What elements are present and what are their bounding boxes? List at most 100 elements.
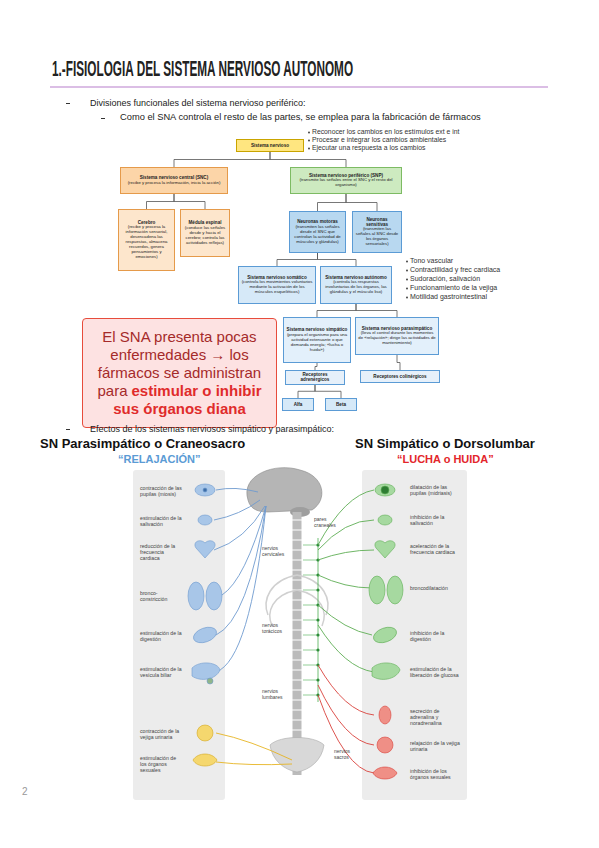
bullet-text: Divisiones funcionales del sistema nervi…: [90, 98, 550, 109]
receptor-box: Receptores adrenérgicos: [285, 370, 345, 385]
sexual-organs: [373, 767, 397, 779]
node-heading: Beta: [336, 402, 346, 407]
effect-label: estimulación de los órganos sexuales: [140, 755, 182, 774]
component-box: Cerebro(recibe y procesa la información …: [118, 209, 175, 271]
bullet-dot: [406, 270, 408, 272]
lung: [188, 582, 204, 610]
nerve: [216, 506, 266, 672]
list-item: Funcionamiento de la vejiga: [410, 284, 560, 292]
node-body: (recibe y procesa la información, inicia…: [128, 181, 221, 186]
tree-connector: [174, 194, 205, 209]
bullet-dot: [406, 261, 408, 263]
nerve-label: pares craneales: [314, 516, 344, 528]
node-heading: Receptores colinérgicos: [373, 374, 426, 379]
node-heading: Receptores adrenérgicos: [288, 372, 342, 383]
tree-connector: [318, 253, 357, 266]
kidney-adrenal: [379, 706, 391, 724]
bullet-dash: [101, 118, 105, 119]
sympathetic-pelvic-organs: [373, 706, 397, 779]
effect-label: contracción de las pupilas (miosis): [140, 485, 182, 497]
node-body: (controla las respuestas involuntarias d…: [323, 280, 389, 295]
sexual-organs: [193, 754, 217, 766]
sympathetic-organs: [369, 484, 403, 679]
nerve: [318, 625, 374, 672]
tree-connector: [315, 385, 341, 398]
node-body: (recibe y procesa la información sensori…: [121, 225, 172, 260]
parasympathetic-pelvic-organs: [193, 725, 217, 766]
node-heading: Neuronas sensitivas: [355, 217, 399, 228]
system-box: Sistema nervioso autónomo(controla las r…: [320, 266, 392, 304]
page-title: 1.-FISIOLOGIA DEL SISTEMA NERVIOSO AUTON…: [52, 56, 353, 81]
brain: [247, 468, 322, 512]
nerve-label: nervios sacros: [334, 748, 364, 760]
bullet-dash: [66, 103, 70, 104]
ganglion: [316, 648, 319, 651]
bullet-dot: [406, 288, 408, 290]
nerve-label: nervios cervicales: [262, 545, 290, 557]
title-underline: [50, 86, 548, 88]
node-body: (transmiten las señales al SNC desde los…: [355, 227, 399, 247]
lung: [206, 582, 222, 610]
liver: [192, 663, 220, 679]
pupil: [203, 488, 207, 492]
subsystem-box: Sistema nervioso simpático(prepara el or…: [283, 317, 351, 363]
nerve: [216, 733, 292, 760]
heart: [375, 541, 395, 558]
tree-connector: [317, 304, 356, 317]
bladder: [197, 725, 213, 741]
bullet-text: Efectos de los sistemas nerviosos simpát…: [90, 424, 550, 435]
salivary-gland: [378, 515, 392, 525]
stomach: [371, 624, 398, 645]
nerve: [318, 685, 374, 745]
nerve: [318, 665, 374, 715]
root-box: Sistema nervioso: [236, 139, 304, 152]
effect-label: estimulación de la digestión: [140, 630, 182, 642]
eye: [375, 484, 395, 496]
page-number: 2: [22, 786, 42, 798]
effect-label: broncodilatación: [410, 585, 464, 591]
bullet-dot: [308, 140, 310, 142]
list-item: Sudoración, salivación: [410, 275, 560, 283]
nerve: [318, 575, 372, 588]
tree-connector: [147, 194, 175, 209]
division-box: Sistema nervioso periférico (SNP)(transm…: [290, 167, 402, 194]
effect-label: aceleración de la frecuencia cardiaca: [410, 543, 464, 555]
tree-connector: [174, 152, 270, 167]
heart: [195, 541, 215, 558]
lumbar-nerves: [318, 665, 374, 773]
nerve: [216, 506, 266, 635]
section-subheading: “RELAJACIÓN”: [118, 453, 268, 466]
list-item: Motilidad gastrointestinal: [410, 293, 560, 301]
panel-sympathetic: [362, 470, 467, 800]
component-box: Médula espinal(conduce las señales desde…: [180, 209, 230, 257]
gallbladder: [207, 678, 213, 684]
effect-label: estimulación de la vesícula biliar: [140, 666, 182, 678]
node-body: (prepara el organismo para una actividad…: [286, 333, 348, 353]
node-body: (controla los movimientos voluntarios me…: [241, 280, 313, 295]
node-heading: Alfa: [294, 402, 303, 407]
tree-connector: [318, 194, 347, 211]
section-heading: SN Simpático o Dorsolumbar: [355, 436, 595, 452]
nerve-label: nervios lumbares: [262, 688, 290, 700]
chain-ganglia: [316, 543, 319, 696]
list-item: Reconocer los cambios en los estímulos e…: [312, 128, 552, 136]
lung: [387, 576, 403, 604]
sacral-nerves: [216, 733, 292, 765]
ganglion: [316, 618, 319, 621]
bullet-dot: [308, 148, 310, 150]
spinal-column: [293, 512, 302, 775]
tree-connector: [346, 194, 377, 211]
bullet-dot: [406, 279, 408, 281]
ganglion: [316, 588, 319, 591]
stomach: [191, 624, 218, 645]
effect-label: secreción de adrenalina y noradrenalina: [410, 708, 464, 727]
receptor-type-box: Beta: [325, 398, 357, 411]
tree-connector: [298, 385, 315, 398]
section-subheading: “LUCHA o HUIDA”: [397, 453, 557, 466]
tree-connector: [277, 253, 318, 266]
effect-label: dilatación de las pupilas (midriasis): [410, 484, 464, 496]
nerve: [318, 695, 374, 773]
nerve: [216, 762, 292, 765]
bullet-dash: [66, 429, 70, 430]
nerve: [214, 500, 260, 520]
